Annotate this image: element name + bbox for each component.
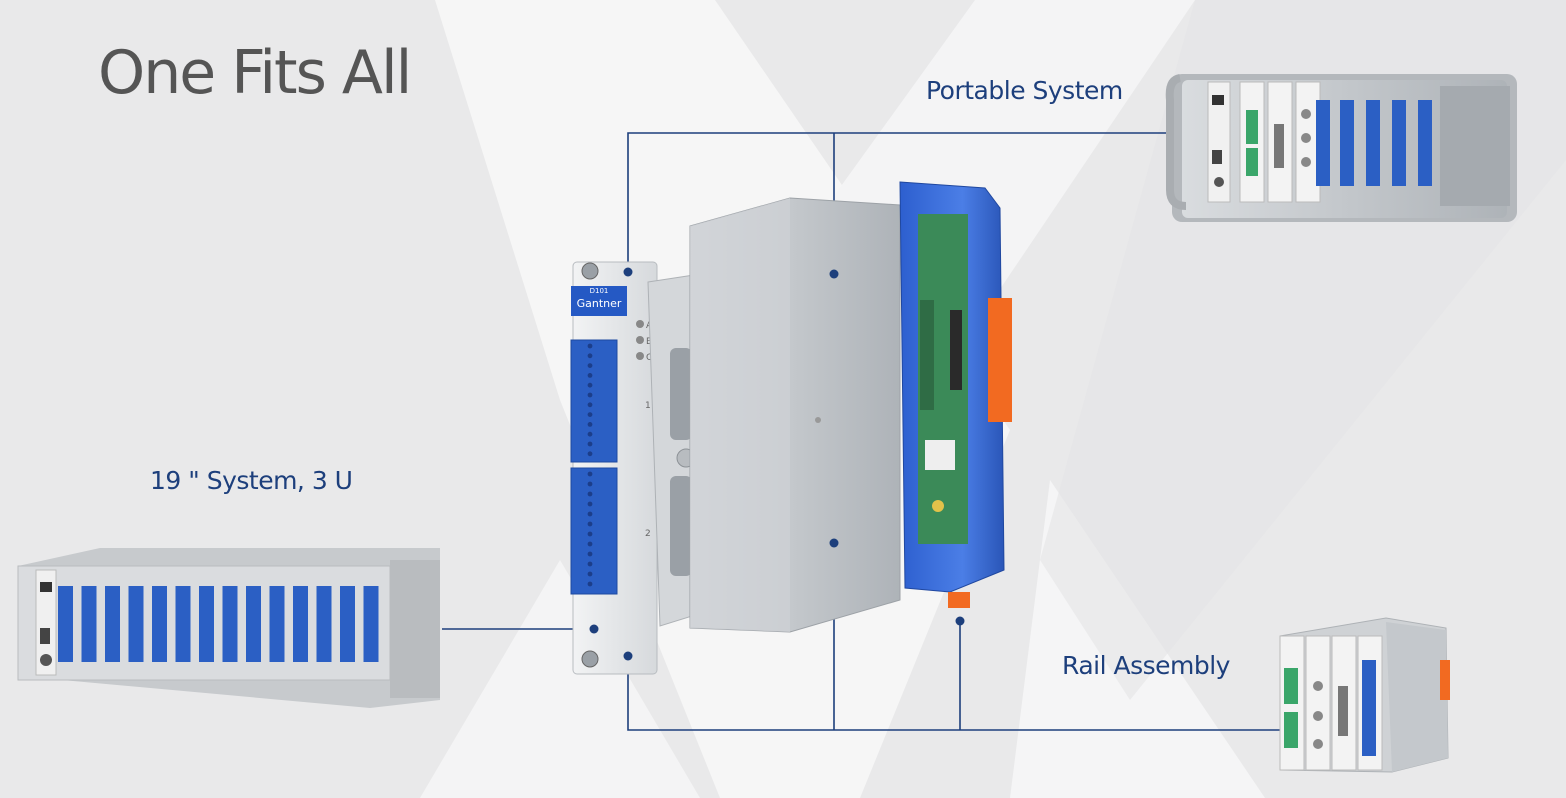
rack-module-slot xyxy=(340,586,355,662)
terminal-pin xyxy=(587,412,593,417)
portable-system-image xyxy=(1165,74,1517,222)
module-brand: Gantner xyxy=(577,297,622,310)
rack-module-slot xyxy=(246,586,261,662)
rack-module-slot xyxy=(81,586,97,662)
terminal-pin xyxy=(587,373,593,378)
connector-dot xyxy=(589,624,599,634)
connector-line-rail xyxy=(627,656,1282,731)
terminal-pin xyxy=(587,471,593,477)
connector-line-portable xyxy=(627,132,1205,272)
terminal-pin xyxy=(587,353,593,359)
channel-label-1: 1 xyxy=(645,401,651,411)
terminal-pin xyxy=(587,382,593,388)
terminal-pin xyxy=(587,431,593,437)
module-housing xyxy=(689,197,901,633)
terminal-pin xyxy=(587,521,593,527)
led-label-b: B xyxy=(646,337,652,347)
terminal-pin xyxy=(587,343,593,349)
terminal-pin xyxy=(587,451,593,457)
rack-module-slot xyxy=(269,586,285,662)
terminal-pin xyxy=(587,422,593,427)
terminal-pin xyxy=(587,531,593,537)
rack-module-slot xyxy=(222,586,238,662)
rack-module-slot xyxy=(175,586,191,662)
label-portable-system: Portable System xyxy=(926,76,1123,105)
module-model: D101 xyxy=(590,287,609,295)
page-title: One Fits All xyxy=(98,38,412,108)
terminal-pin xyxy=(587,501,593,507)
label-rail-assembly: Rail Assembly xyxy=(1062,651,1230,680)
rack-module-slot xyxy=(316,586,332,662)
connector-dot xyxy=(955,616,965,626)
rack-module-slot xyxy=(199,586,214,662)
terminal-pin xyxy=(587,392,593,398)
rail-housing xyxy=(899,181,1012,608)
module-front-panel xyxy=(570,261,658,675)
rail-assembly-image xyxy=(1279,617,1450,773)
label-rack-system: 19 " System, 3 U xyxy=(150,466,353,495)
rack-module-slot xyxy=(128,586,144,662)
connector-dot xyxy=(829,269,839,279)
terminal-pin xyxy=(587,561,593,567)
terminal-pin xyxy=(587,441,593,447)
rack-system-image xyxy=(17,548,440,708)
led-label-c: C xyxy=(646,353,652,363)
connector-dot xyxy=(623,651,633,661)
connector-dots xyxy=(589,267,965,661)
terminal-pin xyxy=(587,581,593,587)
rack-module-slot xyxy=(363,586,379,662)
terminal-pin xyxy=(587,363,593,368)
terminal-pin xyxy=(587,481,593,487)
connector-dot xyxy=(829,538,839,548)
terminal-pin xyxy=(587,491,593,497)
rack-module-slot xyxy=(293,586,308,662)
rack-module-slot xyxy=(152,586,167,662)
terminal-pin xyxy=(587,541,593,547)
rack-module-slot xyxy=(58,586,73,662)
terminal-pin xyxy=(587,551,593,557)
terminal-pin xyxy=(587,402,593,408)
terminal-pin xyxy=(587,511,593,517)
channel-label-2: 2 xyxy=(645,529,651,539)
connector-dot xyxy=(623,267,633,277)
terminal-pin xyxy=(587,571,593,577)
rack-module-slot xyxy=(105,586,120,662)
